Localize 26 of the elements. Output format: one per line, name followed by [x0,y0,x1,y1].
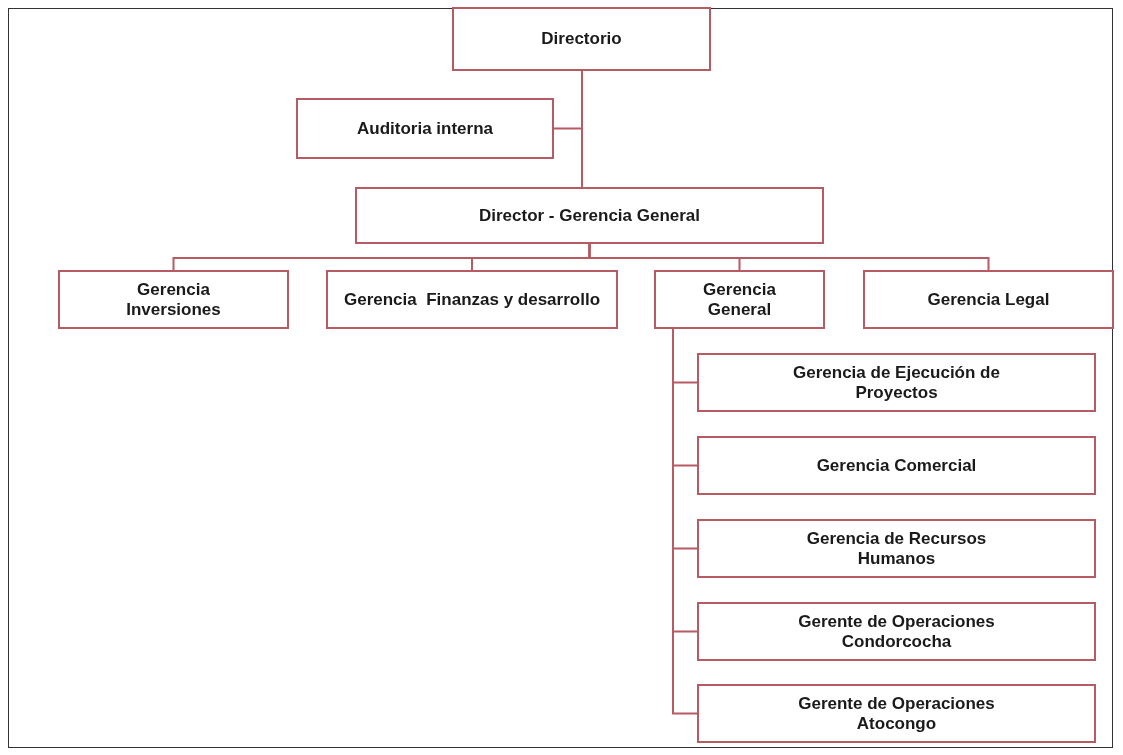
box-title: Directorio [541,29,622,49]
org-box [697,519,1096,578]
box-title: Gerencia Inversiones [125,280,222,319]
box-title: Gerencia Finanzas y desarrollo [343,290,600,309]
box-title: Auditoria interna [357,119,493,138]
box-title: Gerencia General [702,280,777,319]
box-title: Gerente de Operaciones Atocongo [797,694,996,733]
org-box [296,98,554,159]
box-title: Gerente de Operaciones Condorcocha [797,612,996,651]
org-box [58,270,289,329]
org-box [355,187,824,244]
box-title: Gerencia de Ejecución de Proyectos [792,363,1001,402]
org-box [697,436,1096,495]
org-box [863,270,1114,329]
connector-line [588,243,990,271]
box-title: Director - Gerencia General [478,206,701,225]
org-box [697,602,1096,661]
connector-line [581,70,583,188]
org-box [326,270,618,329]
org-box [654,270,825,329]
box-title: Gerencia de Recursos Humanos [805,529,988,568]
box-title: Gerencia Comercial [816,456,977,475]
box-title: Gerencia Legal [927,290,1050,309]
org-box [452,7,711,71]
org-box [697,684,1096,743]
org-box [697,353,1096,412]
